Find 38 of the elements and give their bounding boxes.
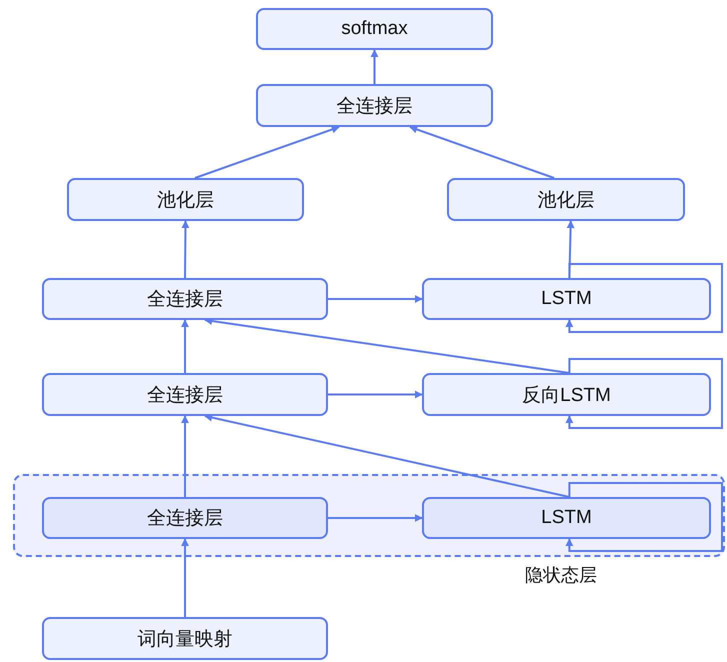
layer-box — [42, 373, 328, 416]
arrow — [181, 220, 190, 278]
loop-arrow — [565, 358, 723, 429]
arrow — [181, 415, 189, 497]
layer-box — [42, 497, 328, 539]
arrow — [328, 390, 423, 398]
layer-box — [422, 373, 711, 416]
layer-label: 池化层 — [538, 188, 594, 212]
layer-label: LSTM — [541, 507, 592, 529]
layer-box — [422, 497, 711, 539]
layer-box — [256, 84, 493, 127]
arrow — [204, 317, 570, 374]
arrow — [328, 514, 423, 522]
layer-label: 全连接层 — [147, 384, 223, 408]
arrow — [328, 295, 423, 303]
layer-label: 反向LSTM — [522, 384, 611, 408]
layer-label: 词向量映射 — [138, 628, 232, 652]
layer-box — [42, 617, 328, 660]
arrow — [181, 538, 189, 617]
layer-box — [42, 278, 328, 320]
layer-box — [447, 178, 685, 221]
layer-label: 全连接层 — [336, 94, 412, 118]
layer-label: 池化层 — [157, 188, 214, 212]
arrow — [194, 126, 340, 179]
loop-arrow — [565, 482, 723, 552]
layer-box — [67, 178, 304, 221]
loop-arrow — [565, 263, 723, 333]
layer-box — [256, 8, 493, 50]
group-label: 隐状态层 — [525, 564, 597, 587]
arrow — [370, 49, 378, 84]
layer-label: 全连接层 — [147, 288, 223, 312]
layer-label: softmax — [341, 18, 408, 40]
layer-box — [422, 278, 711, 320]
arrow — [409, 126, 554, 179]
layer-label: LSTM — [541, 288, 592, 310]
arrow — [204, 414, 570, 498]
arrow — [181, 319, 189, 373]
layer-label: 全连接层 — [147, 507, 223, 531]
